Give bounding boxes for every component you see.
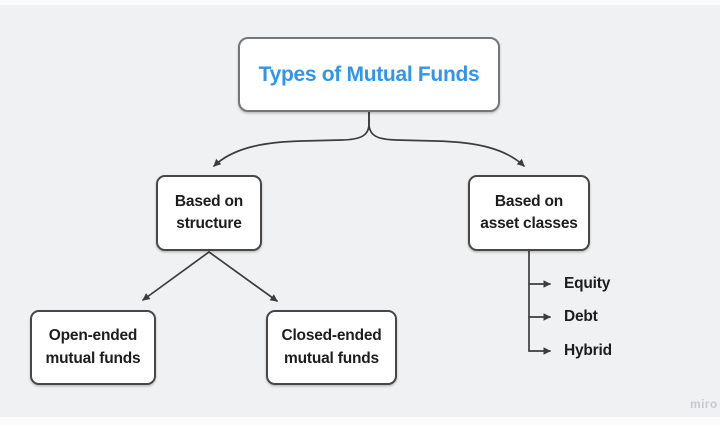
node-label-line: asset classes xyxy=(480,215,578,232)
node-label-line: structure xyxy=(176,215,242,232)
asset-item-equity[interactable]: Equity xyxy=(564,275,611,292)
miro-watermark: miro xyxy=(690,397,718,411)
connector-structure-to-open-ended xyxy=(142,251,210,301)
node-label-line: Closed-ended xyxy=(281,327,382,345)
node-based-on-structure[interactable]: Based on structure xyxy=(156,175,262,251)
connector-title-to-structure xyxy=(213,111,370,167)
node-label-line: mutual funds xyxy=(45,349,141,367)
top-letterbox xyxy=(0,0,720,5)
asset-item-debt[interactable]: Debt xyxy=(564,308,598,325)
node-label-line: Based on xyxy=(494,192,564,210)
asset-item-hybrid[interactable]: Hybrid xyxy=(564,342,612,359)
node-label-line: Open-ended xyxy=(48,327,138,345)
node-label-line: Based on xyxy=(174,192,244,210)
node-types-of-mutual-funds[interactable]: Types of Mutual Funds xyxy=(238,37,500,112)
node-closed-ended-mutual-funds[interactable]: Closed-ended mutual funds xyxy=(266,310,397,385)
connector-structure-to-closed-ended xyxy=(208,251,278,302)
node-title-label: Types of Mutual Funds xyxy=(258,62,480,86)
node-open-ended-mutual-funds[interactable]: Open-ended mutual funds xyxy=(30,310,156,385)
bottom-letterbox xyxy=(0,417,720,425)
node-based-on-asset-classes[interactable]: Based on asset classes xyxy=(468,175,590,251)
connector-title-to-asset-classes xyxy=(368,111,525,167)
node-label-line: mutual funds xyxy=(284,349,379,367)
